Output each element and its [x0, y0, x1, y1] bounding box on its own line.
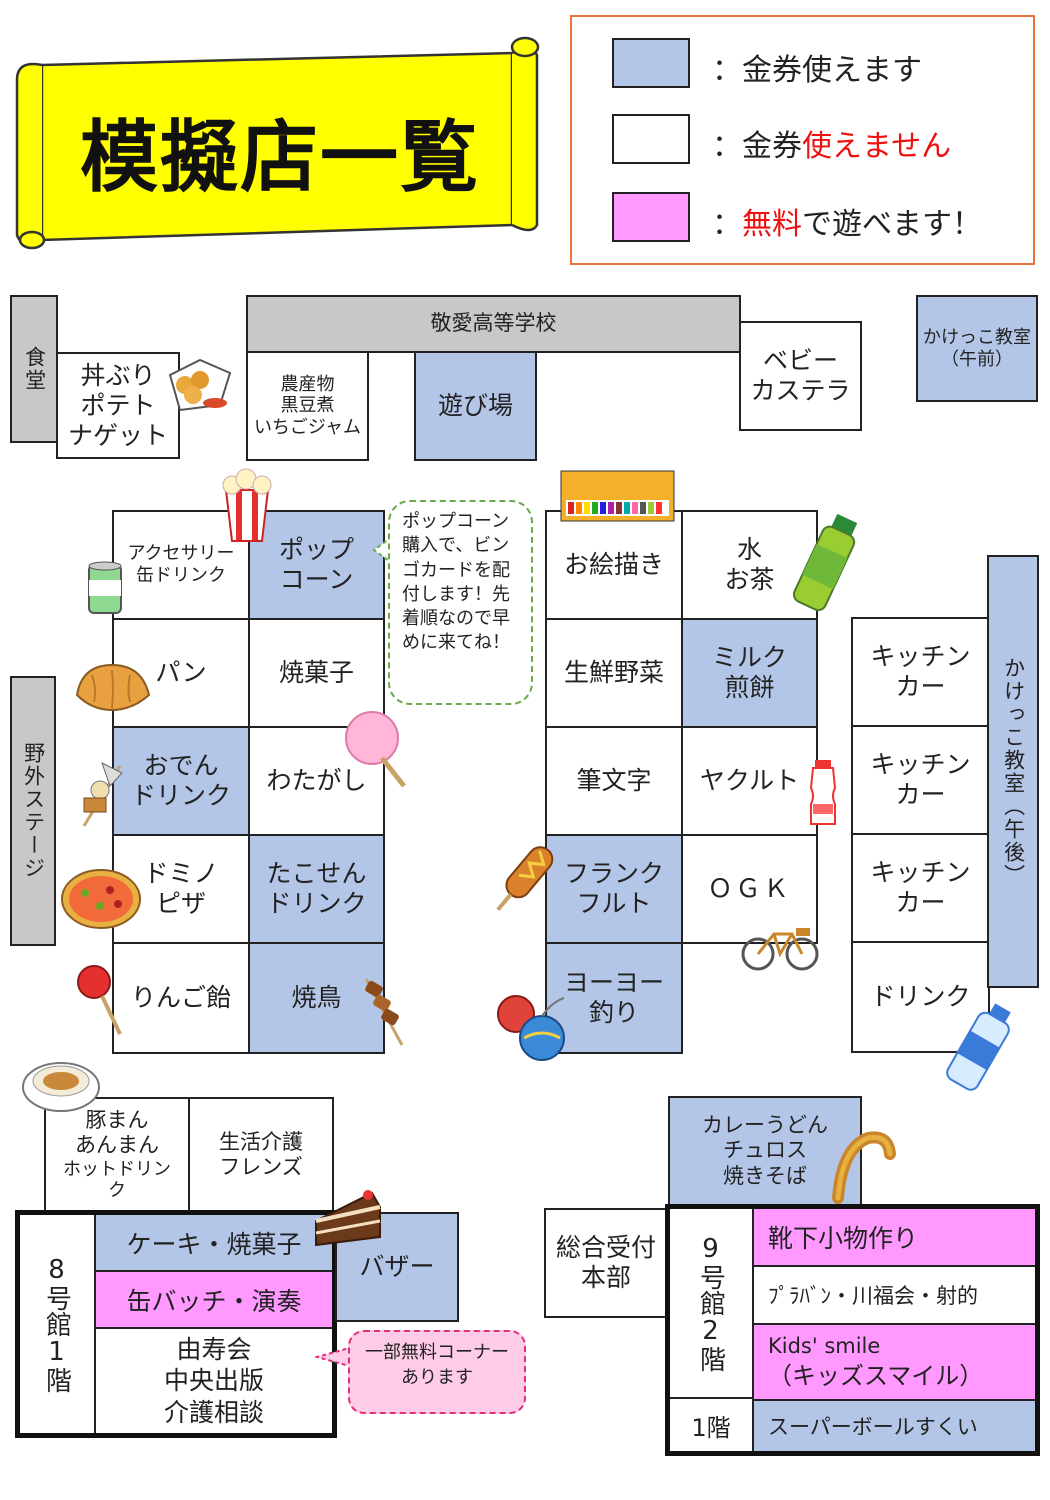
cake-icon [315, 1190, 381, 1247]
can-drink-icon [88, 561, 122, 614]
stall-superball: スーパーボールすくい [754, 1401, 1035, 1451]
stall-fudemoji: 筆文字 [545, 726, 683, 836]
stall-yakitori: 焼鳥 [248, 942, 385, 1054]
kids-smile-label: Kids' smile [768, 1333, 881, 1358]
legend-suffix: 使えます [802, 53, 922, 88]
stall-kids-smile: Kids' smile （キッズスマイル） [754, 1325, 1035, 1401]
stall-yasai: 生鮮野菜 [545, 618, 683, 728]
legend-text: ： [712, 207, 742, 242]
oden-icon [82, 762, 123, 827]
stall-watagashi: わたがし [248, 726, 385, 836]
popcorn-bingo-note: ポップコーン購入で、ビンゴカードを配付します！先着順なので早めに来てね！ [388, 500, 533, 705]
bicycle-icon [741, 928, 819, 971]
popcorn-icon [222, 468, 272, 542]
stall-kitchen-car-1: キッチン カー [851, 617, 990, 727]
building-8-block: 8号館1階 ケーキ・焼菓子 缶バッチ・演奏 由寿会 中央出版 介護相談 [15, 1210, 337, 1438]
callout-pointer [315, 1346, 354, 1368]
legend-swatch-blue [612, 38, 690, 88]
stall-domino-pizza: ドミノ ピザ [112, 834, 250, 944]
butaman-label: 豚まん あんまん [75, 1108, 159, 1158]
stall-accessory: アクセサリー 缶ドリンク [112, 510, 250, 620]
legend-text: ：金券 [712, 53, 802, 88]
legend-item-usable: ：金券使えます [612, 35, 1032, 91]
stall-seikatsu-kaigo: 生活介護 フレンズ [188, 1097, 334, 1213]
title-scroll-banner [15, 36, 540, 250]
stall-ringoame: りんご飴 [112, 942, 250, 1054]
legend-suffix: で遊べます！ [802, 207, 982, 242]
stall-baby-castella: ベビー カステラ [739, 321, 862, 431]
stall-kitchen-car-3: キッチン カー [851, 833, 990, 943]
general-reception: 総合受付 本部 [544, 1208, 668, 1318]
building-9-label: 9号館2階 [670, 1209, 754, 1399]
cotton-candy-icon [345, 711, 406, 788]
stall-asobiba: 遊び場 [414, 351, 537, 461]
yakult-icon [809, 760, 837, 825]
free-corner-callout: 一部無料コーナー あります [348, 1330, 526, 1414]
stall-butaman: 豚まん あんまん ホットドリンク [44, 1097, 190, 1213]
legend-em: 使えません [802, 129, 952, 164]
yakitori-icon [364, 978, 404, 1046]
stall-curry-udon: カレーうどん チュロス 焼きそば [668, 1096, 862, 1206]
stall-oekaki: お絵描き [545, 510, 683, 620]
legend-swatch-white [612, 114, 690, 164]
kakekko-pm: かけっこ教室（午後） [987, 555, 1039, 988]
stall-milk-senbei: ミルク 煎餅 [681, 618, 818, 728]
stall-yoyo: ヨーヨー 釣り [545, 942, 683, 1054]
legend-item-not-usable: ：金券使えません [612, 111, 1032, 167]
page-title: 模擬店一覧 [79, 113, 480, 203]
building-9-block: 9号館2階 1階 靴下小物作り ﾌﾟﾗﾊﾞﾝ・川福会・射的 Kids' smil… [665, 1204, 1040, 1456]
corn-dog-icon [496, 846, 554, 912]
stall-cake: ケーキ・焼菓子 [96, 1215, 332, 1272]
stall-frankfurt: フランク フルト [545, 834, 683, 944]
kids-smile-kana: （キッズスマイル） [768, 1361, 984, 1390]
water-bottle-icon [946, 1003, 1011, 1091]
tea-bottle-icon [792, 513, 858, 612]
outdoor-stage: 野外ステージ [10, 676, 56, 946]
hot-drink-label: ホットドリンク [63, 1158, 171, 1202]
stall-takosen: たこせん ドリンク [248, 834, 385, 944]
bread-icon [75, 663, 151, 712]
stall-kutsushita: 靴下小物作り [754, 1209, 1035, 1267]
candy-apple-icon [77, 965, 122, 1035]
legend-text: ：金券 [712, 129, 802, 164]
stall-oden: おでん ドリンク [112, 726, 250, 836]
shokudo: 食堂 [10, 295, 58, 443]
stall-yakigashi: 焼菓子 [248, 618, 385, 728]
legend-em: 無料 [742, 207, 802, 242]
pizza-icon [61, 869, 141, 929]
stall-ogk: ＯＧＫ [681, 834, 818, 944]
school-building: 敬愛高等学校 [246, 295, 741, 353]
stall-can-badge: 缶バッチ・演奏 [96, 1272, 332, 1329]
nugget-icon [168, 358, 232, 412]
building-8-label: 8号館1階 [20, 1215, 96, 1433]
legend-item-free: ：無料で遊べます！ [612, 189, 1032, 245]
floor-1-label: 1階 [670, 1399, 754, 1451]
stall-yujukai: 由寿会 中央出版 介護相談 [163, 1335, 264, 1427]
legend-box: ：金券使えます ：金券使えません ：無料で遊べます！ [570, 15, 1035, 265]
bubble-pointer [372, 536, 393, 564]
churros-icon [832, 1131, 896, 1204]
legend-swatch-pink [612, 192, 690, 242]
stall-drink: ドリンク [851, 941, 990, 1053]
crayon-icon [560, 470, 675, 522]
yoyo-balloon-icon [497, 995, 565, 1061]
stall-kitchen-car-2: キッチン カー [851, 725, 990, 835]
manju-icon [22, 1062, 100, 1112]
stall-nousan: 農産物 黒豆煮 いちごジャム [246, 351, 369, 461]
kakekko-am: かけっこ教室 （午前） [916, 295, 1038, 402]
stall-mizu-ocha: 水 お茶 [681, 510, 818, 620]
stall-puraban: ﾌﾟﾗﾊﾞﾝ・川福会・射的 [754, 1267, 1035, 1325]
stall-yakult: ヤクルト [681, 726, 818, 836]
